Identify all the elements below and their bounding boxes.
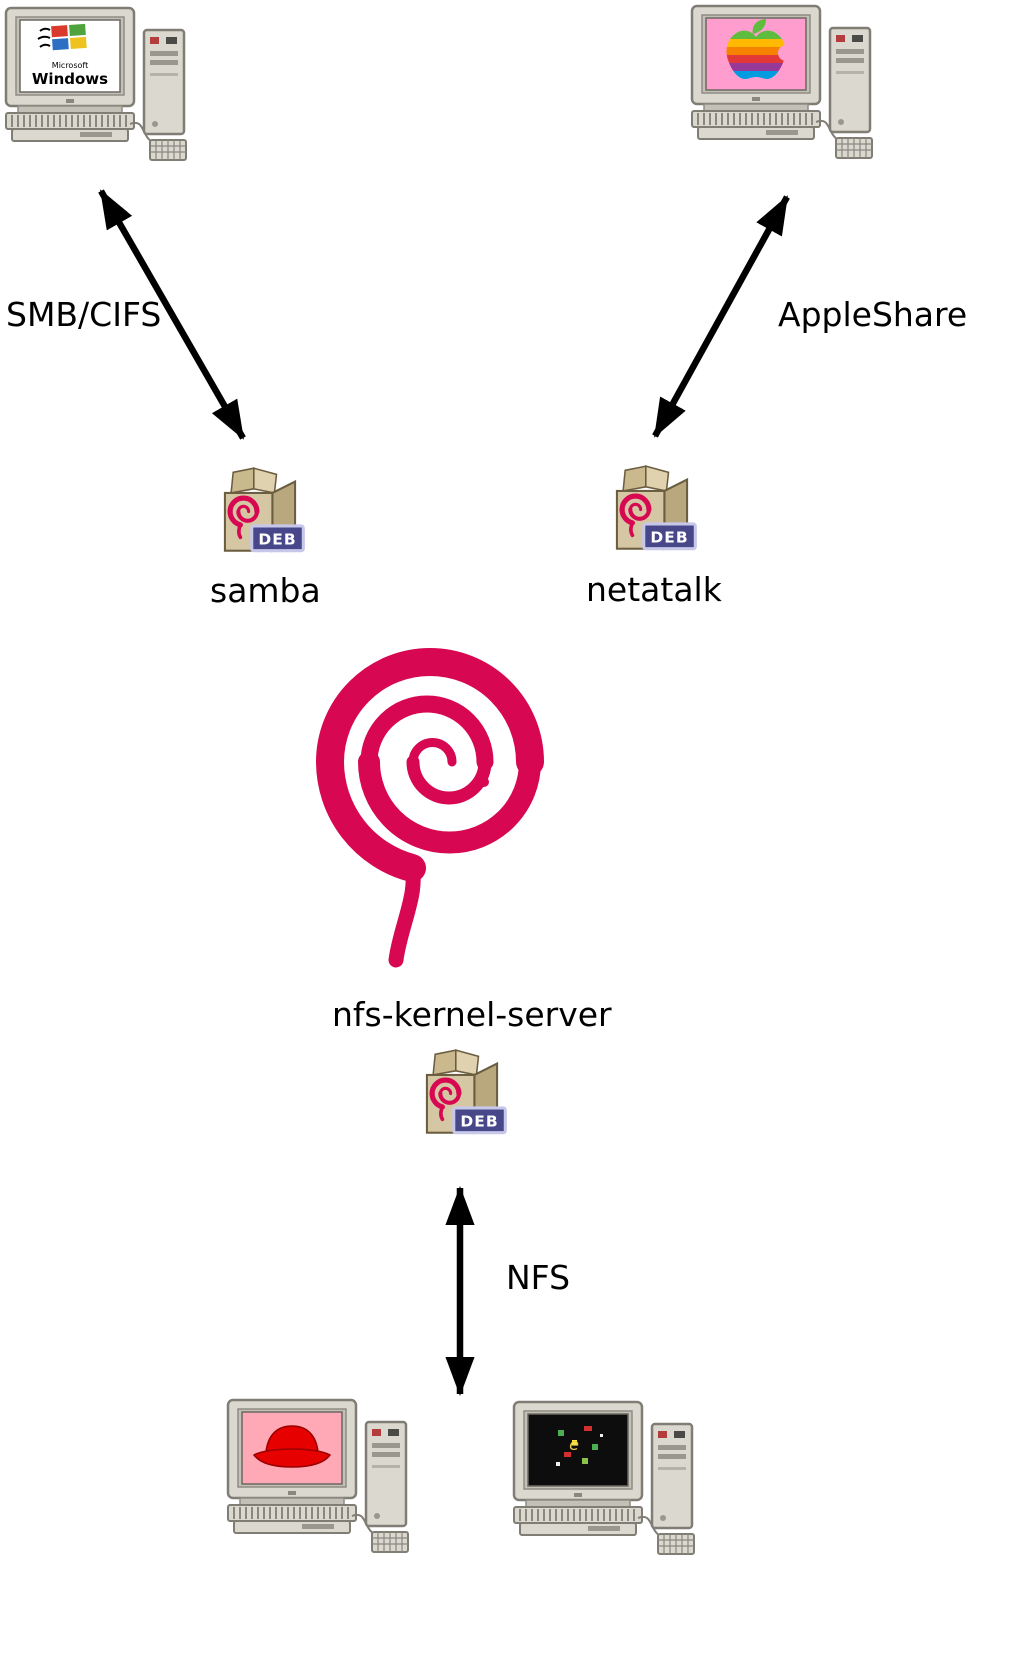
redhat-screen (241, 1411, 343, 1485)
samba-label: samba (210, 571, 321, 610)
nfs-deb-package-icon: DEB (410, 1044, 514, 1142)
unix-logo-icon: e (556, 1426, 603, 1466)
nfs-kernel-server-label: nfs-kernel-server (332, 995, 612, 1034)
redhat-logo-icon (252, 1425, 332, 1468)
deb-badge-label: DEB (460, 1113, 498, 1131)
mac-screen (705, 17, 807, 91)
appleshare-label: AppleShare (778, 295, 968, 334)
microsoft-label: Microsoft (52, 61, 88, 70)
samba-deb-package-icon: DEB (208, 462, 312, 560)
unix-computer-icon: e (512, 1400, 696, 1556)
unix-screen-glyph: e (569, 1435, 579, 1454)
nfs-label: NFS (506, 1258, 571, 1297)
mac-computer-icon (690, 4, 874, 160)
netatalk-label: netatalk (586, 570, 722, 609)
deb-badge-label: DEB (258, 531, 296, 549)
unix-screen: e (527, 1413, 629, 1487)
windows-logo-icon (37, 23, 87, 51)
windows-screen: Microsoft Windows (19, 19, 121, 93)
redhat-computer-icon (226, 1398, 410, 1554)
netatalk-deb-package-icon: DEB (600, 460, 704, 558)
deb-badge-label: DEB (650, 529, 688, 547)
appleshare-arrow (652, 195, 790, 438)
debian-swirl-logo (316, 648, 544, 968)
smb-cifs-label: SMB/CIFS (6, 295, 162, 334)
windows-computer-icon: Microsoft Windows (4, 6, 188, 162)
windows-label: Windows (32, 70, 108, 88)
